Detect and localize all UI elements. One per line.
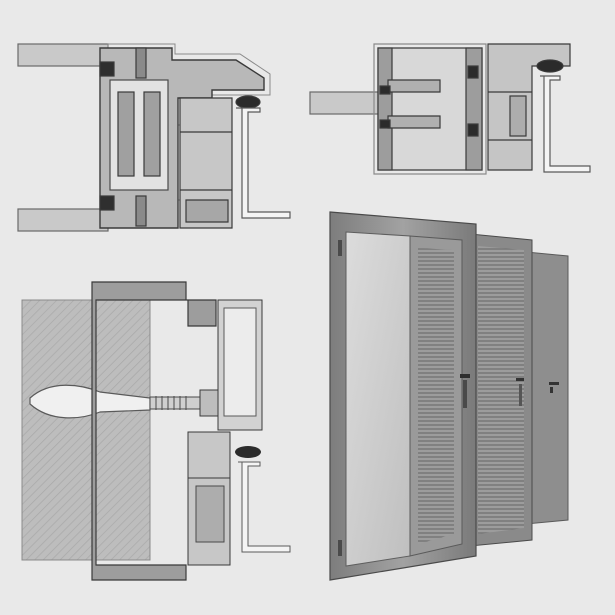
wall-anchor-section-icon xyxy=(21,281,291,581)
glazing-bead-section-icon xyxy=(309,43,591,175)
door-with-blinds-icon xyxy=(329,211,569,581)
door-sash-frame-section-icon xyxy=(17,43,291,232)
